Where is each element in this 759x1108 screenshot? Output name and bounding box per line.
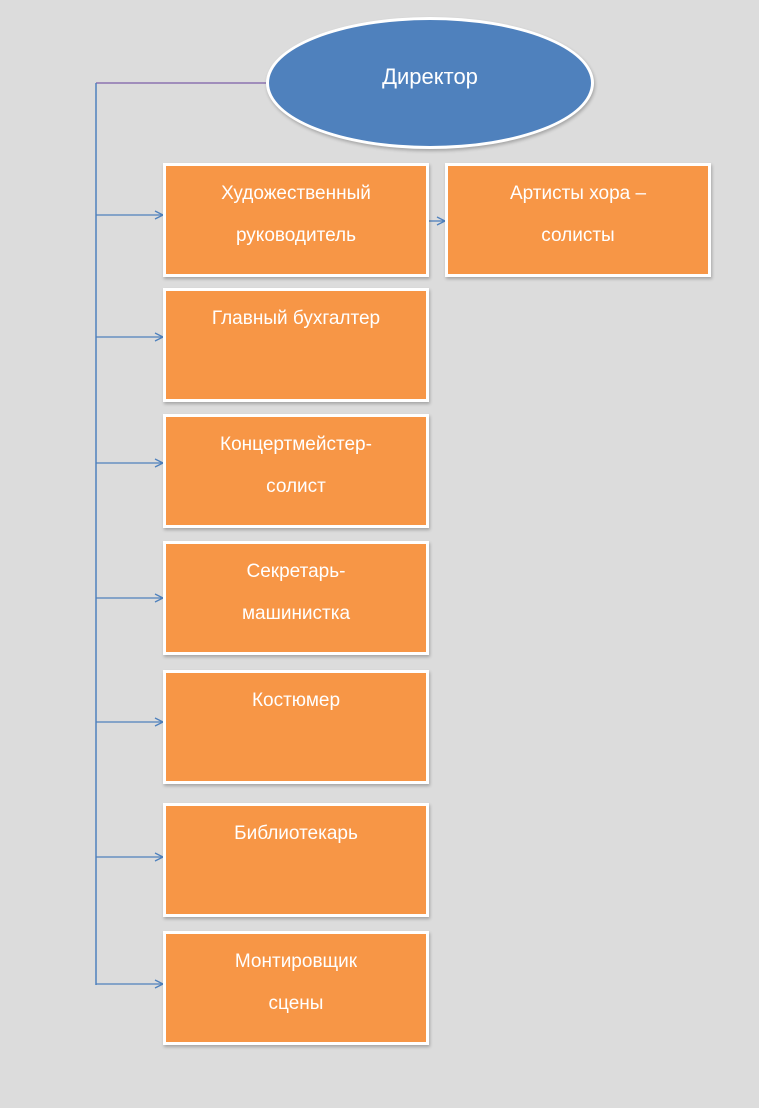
director-node: Директор xyxy=(266,17,594,149)
node-secretary: Секретарь- машинистка xyxy=(163,541,429,655)
director-label: Директор xyxy=(382,64,478,89)
node-costumer: Костюмер xyxy=(163,670,429,784)
node-stage-installer: Монтировщик сцены xyxy=(163,931,429,1045)
node-librarian: Библиотекарь xyxy=(163,803,429,917)
node-choir-soloists: Артисты хора – солисты xyxy=(445,163,711,277)
node-accompanist: Концертмейстер- солист xyxy=(163,414,429,528)
node-chief-accountant: Главный бухгалтер xyxy=(163,288,429,402)
node-art-director: Художественный руководитель xyxy=(163,163,429,277)
